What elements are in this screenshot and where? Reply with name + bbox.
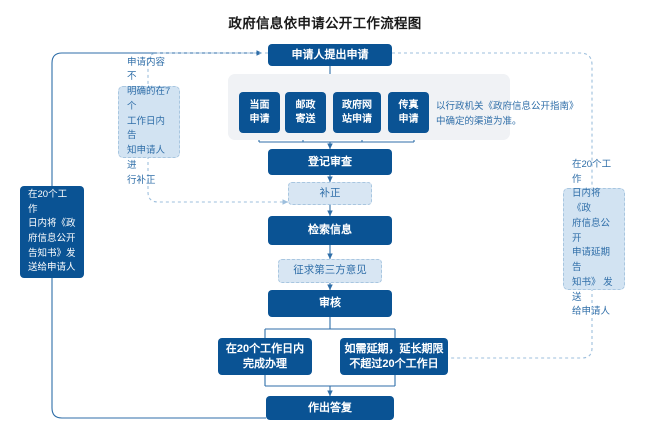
node-search-info[interactable]: 检索信息 <box>268 216 392 245</box>
branch-extension[interactable]: 如需延期，延长期限 不超过20个工作日 <box>340 338 448 375</box>
note-correction-requirement: 申请内容不 明确的在7个 工作日内告 知申请人进 行补正 <box>118 57 180 186</box>
channel-in-person-line2: 申请 <box>249 113 270 125</box>
channel-government-website-line2: 站申请 <box>342 113 372 125</box>
channel-postal[interactable]: 邮政 寄送 <box>285 92 326 133</box>
channel-in-person[interactable]: 当面 申请 <box>239 92 280 133</box>
channel-fax[interactable]: 传真 申请 <box>388 92 429 133</box>
channels-note: 以行政机关《政府信息公开指南》 中确定的渠道为准。 <box>436 101 579 128</box>
channel-in-person-line1: 当面 <box>249 100 270 112</box>
branch-extension-line2: 不超过20个工作日 <box>349 357 439 370</box>
node-correction[interactable]: 补正 <box>288 182 372 205</box>
note-extension-notice: 在20个工作 日内将《政 府信息公开 申请延期告 知书》 发送 给申请人 <box>563 159 625 317</box>
channel-government-website[interactable]: 政府网 站申请 <box>333 92 381 133</box>
channel-postal-line2: 寄送 <box>295 113 316 125</box>
node-third-party-opinion[interactable]: 征求第三方意见 <box>278 259 382 283</box>
branch-complete-on-time-line2: 完成办理 <box>243 357 287 370</box>
channel-postal-line1: 邮政 <box>295 100 316 112</box>
node-apply[interactable]: 申请人提出申请 <box>268 44 392 66</box>
node-register-review[interactable]: 登记审查 <box>268 149 392 175</box>
node-reply[interactable]: 作出答复 <box>266 396 394 420</box>
branch-complete-on-time[interactable]: 在20个工作日内 完成办理 <box>218 338 312 375</box>
channel-fax-line1: 传真 <box>398 100 419 112</box>
channel-government-website-line1: 政府网 <box>342 100 372 112</box>
page-title: 政府信息依申请公开工作流程图 <box>228 16 422 31</box>
branch-extension-line1: 如需延期，延长期限 <box>344 342 444 355</box>
node-review[interactable]: 审核 <box>268 290 392 317</box>
note-disclosure-notice: 在20个工作 日内将《政 府信息公开 告知书》发 送给申请人 <box>20 186 84 278</box>
channel-fax-line2: 申请 <box>398 113 419 125</box>
branch-complete-on-time-line1: 在20个工作日内 <box>225 342 305 355</box>
